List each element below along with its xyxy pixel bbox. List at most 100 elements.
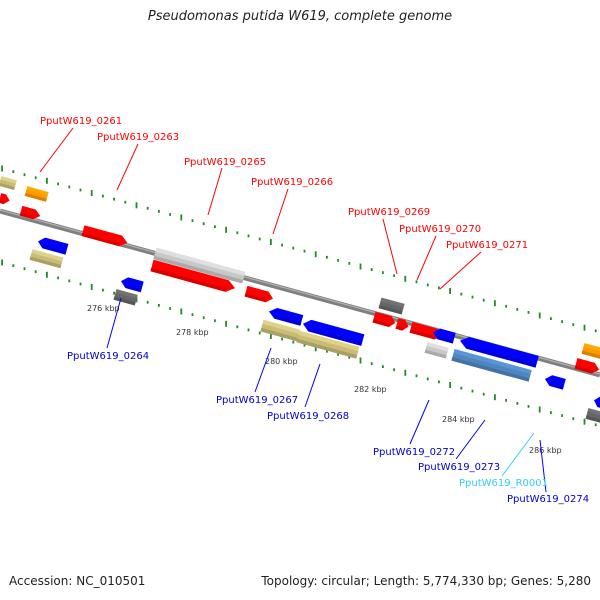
- gene-0263[interactable]: [81, 225, 129, 248]
- gene-label-0265[interactable]: PputW619_0265: [184, 157, 266, 168]
- ruler-major-tick: [314, 345, 317, 352]
- gene-0268-highlight: [310, 319, 365, 339]
- tick-label-278: 278 kbp: [176, 328, 209, 337]
- ruler-minor-tick: [471, 295, 474, 299]
- gene-0261-block[interactable]: [24, 186, 49, 202]
- gene-right-blue[interactable]: [593, 395, 600, 409]
- ruler-minor-tick: [527, 311, 530, 314]
- gene-0268-khaki-highlight: [298, 330, 360, 352]
- gene-label-0271[interactable]: PputW619_0271: [446, 240, 528, 251]
- ruler-minor-tick: [370, 362, 373, 365]
- gene-R0001[interactable]: [544, 374, 566, 390]
- gene-0264-khaki-highlight: [31, 249, 64, 262]
- gene-0267-khaki[interactable]: [260, 319, 301, 342]
- ruler-minor-tick: [281, 337, 283, 341]
- gene-0264-blue[interactable]: [37, 236, 69, 255]
- gene-0264-khaki[interactable]: [29, 249, 64, 269]
- ruler-minor-tick: [68, 279, 71, 283]
- gene-0273-steel-shadow: [451, 357, 530, 382]
- ruler-minor-tick: [438, 380, 440, 384]
- ruler-minor-tick: [202, 222, 205, 226]
- gene-0272-shadow: [437, 336, 454, 344]
- ruler-minor-tick: [202, 316, 205, 320]
- ruler-minor-tick: [12, 170, 15, 173]
- gene-label-0261[interactable]: PputW619_0261: [40, 116, 122, 127]
- gene-0272[interactable]: [432, 327, 456, 344]
- gene-0273-steel[interactable]: [451, 349, 532, 382]
- gene-0267-shadow: [274, 315, 302, 326]
- ruler-major-tick: [404, 369, 407, 376]
- gene-label-0267[interactable]: PputW619_0267: [216, 395, 298, 406]
- gene-label-0270[interactable]: PputW619_0270: [399, 224, 481, 235]
- ruler-major-tick: [449, 382, 451, 388]
- ruler-minor-tick: [79, 282, 82, 286]
- gene-0270-highlight: [397, 318, 406, 324]
- gene-0269-dark[interactable]: [378, 297, 405, 315]
- gene-0268-khaki[interactable]: [296, 330, 360, 359]
- gene-0274-dark[interactable]: [585, 408, 600, 423]
- gene-right-orange[interactable]: [581, 343, 600, 359]
- tick-label-280: 280 kbp: [265, 357, 298, 366]
- gene-0265[interactable]: [150, 259, 236, 294]
- gene-0265-grey[interactable]: [153, 247, 246, 284]
- ruler-minor-tick: [68, 185, 71, 189]
- gene-0270[interactable]: [395, 318, 410, 332]
- ruler-minor-tick: [415, 280, 418, 284]
- accession-text: Accession: NC_010501: [9, 574, 146, 588]
- ruler-minor-tick: [516, 402, 519, 405]
- gene-label-0269[interactable]: PputW619_0269: [348, 207, 430, 218]
- ruler-major-tick: [359, 263, 362, 270]
- ruler-major-tick: [180, 308, 183, 315]
- ruler-major-tick: [449, 288, 451, 294]
- ruler-minor-tick: [146, 300, 149, 304]
- gene-0266-shadow: [244, 293, 267, 303]
- ruler-outer-track: [1, 165, 597, 333]
- ruler-major-tick: [135, 296, 138, 303]
- gene-right-red[interactable]: [574, 358, 600, 375]
- gene-0264-shadow: [125, 284, 142, 293]
- ruler-minor-tick: [337, 259, 339, 262]
- gene-0269[interactable]: [372, 311, 397, 328]
- gene-0265-highlight: [152, 259, 229, 285]
- gene-0273-steel-highlight: [453, 349, 532, 375]
- ruler-minor-tick: [326, 255, 328, 259]
- ruler-minor-tick: [158, 304, 160, 307]
- ruler-major-tick: [1, 259, 3, 266]
- gene-label-0273[interactable]: PputW619_0273: [418, 462, 500, 473]
- gene-label-0266[interactable]: PputW619_0266: [251, 177, 333, 188]
- gene-0269-dark-shadow: [378, 305, 403, 315]
- ruler-minor-tick: [247, 328, 250, 332]
- gene-0260-block[interactable]: [0, 176, 17, 191]
- gene-0268-khaki-shadow: [296, 338, 358, 359]
- gene-0264[interactable]: [120, 276, 144, 293]
- gene-0264-blue-shadow: [42, 245, 67, 255]
- gene-label-0264[interactable]: PputW619_0264: [67, 351, 149, 362]
- gene-0267-khaki-highlight: [262, 319, 301, 334]
- gene-0261[interactable]: [19, 205, 42, 221]
- gene-label-0268[interactable]: PputW619_0268: [267, 411, 349, 422]
- gene-left-red[interactable]: [0, 193, 11, 205]
- ruler-minor-tick: [113, 291, 115, 295]
- gene-0267[interactable]: [268, 306, 304, 326]
- ruler-minor-tick: [337, 353, 339, 356]
- gene-0271-highlight: [411, 321, 438, 333]
- leader-line-0270: [416, 235, 437, 281]
- gene-0265-shape: [150, 259, 235, 292]
- gene-0264-blue-highlight: [44, 237, 69, 248]
- gene-0272-grey-shadow: [424, 349, 447, 359]
- gene-0264-dark[interactable]: [113, 289, 138, 306]
- gene-label-0272[interactable]: PputW619_0272: [373, 447, 455, 458]
- gene-0272-grey[interactable]: [424, 342, 449, 359]
- leader-line-0273: [455, 419, 486, 460]
- gene-0266[interactable]: [244, 285, 275, 304]
- gene-0271[interactable]: [409, 321, 444, 341]
- leader-line-0263: [116, 143, 139, 191]
- ruler-minor-tick: [561, 414, 563, 417]
- gene-label-0263[interactable]: PputW619_0263: [97, 132, 179, 143]
- gene-0268[interactable]: [301, 318, 365, 346]
- ruler-minor-tick: [281, 243, 283, 247]
- gene-0273[interactable]: [458, 335, 539, 368]
- gene-label-R0001[interactable]: PputW619_R0001: [459, 478, 548, 489]
- ruler-minor-tick: [460, 292, 463, 296]
- gene-label-0274[interactable]: PputW619_0274: [507, 494, 589, 505]
